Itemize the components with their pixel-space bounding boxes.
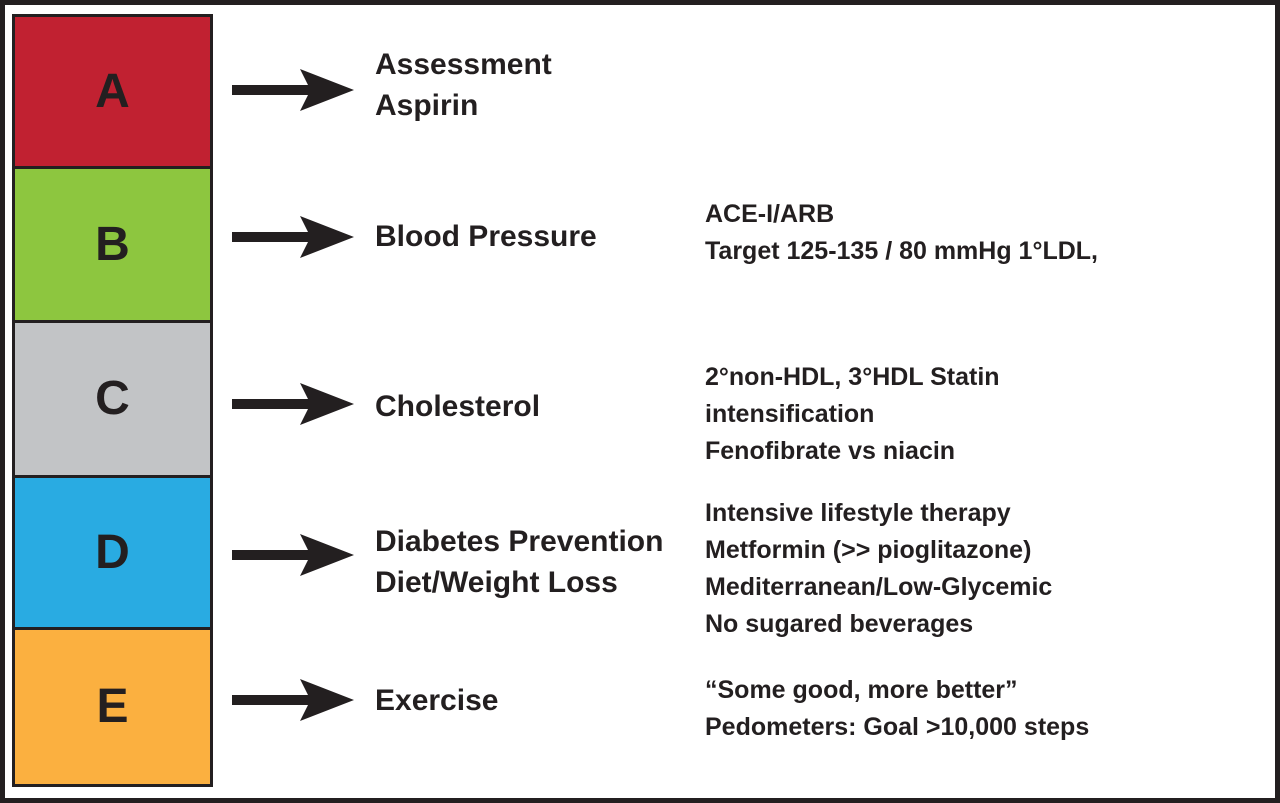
label-line: Aspirin	[375, 89, 479, 122]
details-diabetes-prevention: Intensive lifestyle therapy Metformin (>…	[705, 495, 1052, 643]
arrow-right-icon	[232, 216, 354, 258]
box-d: D	[12, 475, 213, 630]
box-b: B	[12, 166, 213, 323]
box-e: E	[12, 627, 213, 787]
box-letter-b: B	[95, 217, 130, 271]
detail-line: Pedometers: Goal >10,000 steps	[705, 713, 1090, 741]
details-cholesterol: 2°non-HDL, 3°HDL Statin intensification …	[705, 359, 1000, 470]
box-a: A	[12, 14, 213, 169]
details-blood-pressure: ACE-I/ARB Target 125-135 / 80 mmHg 1°LDL…	[705, 196, 1098, 270]
detail-line: Fenofibrate vs niacin	[705, 437, 956, 465]
detail-line: Mediterranean/Low-Glycemic	[705, 573, 1053, 601]
label-exercise: Exercise	[375, 680, 498, 721]
detail-line: Target 125-135 / 80 mmHg 1°LDL,	[705, 237, 1099, 265]
label-line: Assessment	[375, 48, 552, 81]
detail-line: intensification	[705, 400, 875, 428]
arrow-right-icon	[232, 534, 354, 576]
detail-line: No sugared beverages	[705, 610, 974, 638]
details-exercise: “Some good, more better” Pedometers: Goa…	[705, 672, 1089, 746]
detail-line: 2°non-HDL, 3°HDL Statin	[705, 363, 1000, 391]
arrow-right-icon	[232, 69, 354, 111]
arrow-right-icon	[232, 383, 354, 425]
box-letter-e: E	[96, 680, 129, 733]
label-line: Cholesterol	[375, 390, 541, 423]
letter-box-column: A B C D E	[12, 14, 213, 787]
detail-line: “Some good, more better”	[705, 676, 1018, 704]
detail-line: Intensive lifestyle therapy	[705, 499, 1011, 527]
box-letter-a: A	[95, 64, 130, 118]
label-cholesterol: Cholesterol	[375, 386, 540, 427]
label-assessment: Assessment Aspirin	[375, 44, 552, 126]
arrow-right-icon	[232, 679, 354, 721]
label-line: Diet/Weight Loss	[375, 566, 618, 599]
box-c: C	[12, 320, 213, 478]
label-line: Exercise	[375, 684, 499, 717]
box-letter-d: D	[95, 525, 130, 579]
detail-line: ACE-I/ARB	[705, 200, 835, 228]
label-diabetes-prevention: Diabetes Prevention Diet/Weight Loss	[375, 521, 663, 603]
box-letter-c: C	[95, 372, 130, 425]
detail-line: Metformin (>> pioglitazone)	[705, 536, 1032, 564]
label-line: Blood Pressure	[375, 220, 597, 253]
label-line: Diabetes Prevention	[375, 525, 664, 558]
label-blood-pressure: Blood Pressure	[375, 216, 597, 257]
